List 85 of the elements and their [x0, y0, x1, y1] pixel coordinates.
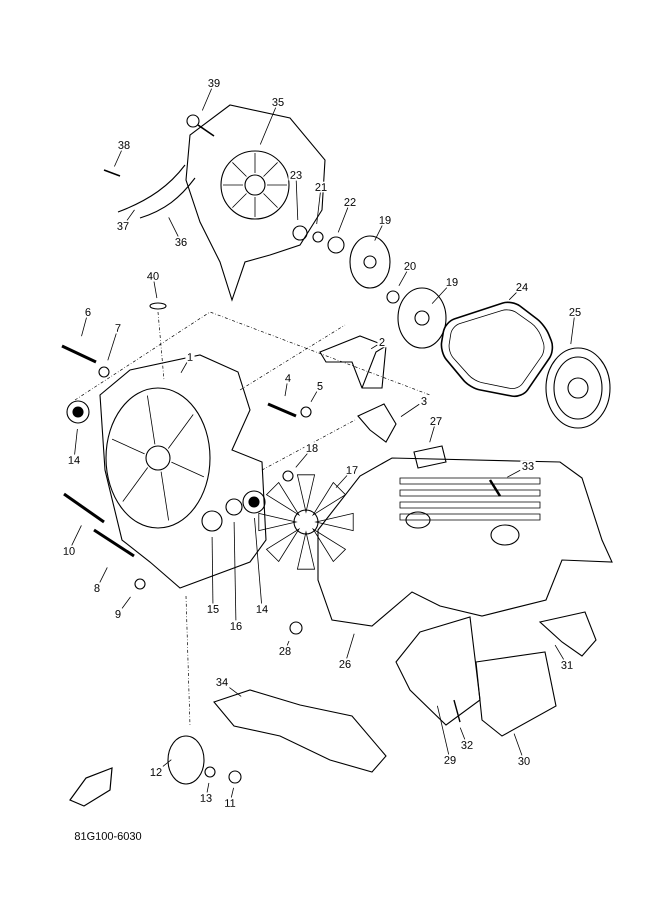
leader-line	[437, 705, 450, 755]
callout-number: 30	[516, 756, 532, 766]
callout-number: 31	[559, 660, 575, 670]
leader-line	[107, 333, 117, 361]
callout-number: 18	[304, 442, 320, 454]
callout-number: 19	[377, 214, 393, 226]
callout-number: 39	[206, 78, 222, 88]
callout-number: 28	[277, 646, 293, 656]
callout-number: 22	[342, 196, 358, 208]
callout-number: 33	[520, 460, 536, 472]
callout-number: 8	[92, 582, 102, 594]
callout-number: 24	[514, 282, 530, 292]
callout-number: 14	[66, 454, 82, 466]
callout-number: 25	[567, 306, 583, 318]
callout-number: 13	[198, 792, 214, 804]
callout-number: 2	[377, 336, 387, 348]
callout-number: 4	[283, 372, 293, 384]
leader-line	[162, 759, 172, 767]
leader-line	[398, 271, 408, 286]
leader-line	[284, 383, 288, 396]
callout-number: 5	[315, 380, 325, 392]
leader-line	[316, 192, 321, 224]
leader-line	[400, 404, 420, 417]
callout-number: 20	[402, 260, 418, 272]
callout-number: 3	[419, 396, 429, 406]
callout-number: 34	[214, 676, 230, 688]
leader-line	[168, 217, 179, 237]
part-code: 81G100-6030	[74, 832, 142, 840]
callout-number: 38	[116, 140, 132, 150]
callout-number: 36	[173, 236, 189, 248]
callout-number: 7	[113, 322, 123, 334]
leader-line	[338, 207, 348, 233]
callout-number: 11	[222, 798, 238, 808]
callout-number: 21	[313, 182, 329, 192]
callout-number: 27	[428, 416, 444, 426]
leader-line	[374, 225, 383, 242]
leader-line	[74, 428, 78, 455]
leader-line	[99, 567, 108, 583]
callout-number: 16	[228, 620, 244, 632]
callout-number: 32	[459, 740, 475, 750]
leader-line	[126, 210, 135, 221]
callout-number: 35	[270, 96, 286, 108]
leader-line	[114, 150, 122, 167]
leader-line	[229, 687, 242, 697]
leader-line	[346, 633, 355, 659]
callout-number: 9	[113, 608, 123, 620]
leader-line	[154, 281, 158, 298]
leader-line	[286, 640, 290, 646]
leader-line	[122, 596, 131, 609]
leader-line	[570, 317, 575, 344]
callout-number: 19	[444, 276, 460, 288]
leader-line	[506, 470, 521, 478]
leader-line	[212, 536, 214, 604]
leader-line	[370, 344, 378, 350]
leader-line	[296, 180, 298, 220]
callout-number: 26	[337, 658, 353, 670]
leader-line	[295, 453, 308, 468]
callout-number: 15	[205, 604, 221, 614]
leader-line	[460, 727, 466, 740]
leader-line	[508, 292, 517, 300]
leader-line	[260, 107, 276, 145]
leader-line	[429, 426, 435, 443]
callout-number: 23	[288, 170, 304, 180]
callout-number: 1	[185, 352, 195, 362]
leader-line	[180, 362, 188, 374]
callout-number: 40	[145, 270, 161, 282]
leader-line	[254, 518, 262, 604]
callout-number: 10	[61, 546, 77, 556]
callout-number: 12	[148, 766, 164, 778]
leader-line	[71, 525, 82, 546]
leader-line	[310, 391, 318, 402]
callout-number: 17	[344, 464, 360, 476]
leader-line	[432, 287, 448, 304]
callout-number: 14	[254, 604, 270, 614]
leader-line	[206, 782, 210, 793]
leader-line	[336, 475, 348, 488]
callout-number: 29	[442, 754, 458, 766]
callout-number: 6	[83, 306, 93, 318]
leader-line	[81, 317, 87, 337]
leader-line	[202, 88, 212, 111]
leader-line	[230, 787, 234, 798]
leader-line	[554, 644, 564, 660]
leader-line	[514, 733, 522, 756]
leader-line	[234, 522, 236, 621]
callout-number: 37	[115, 220, 131, 232]
